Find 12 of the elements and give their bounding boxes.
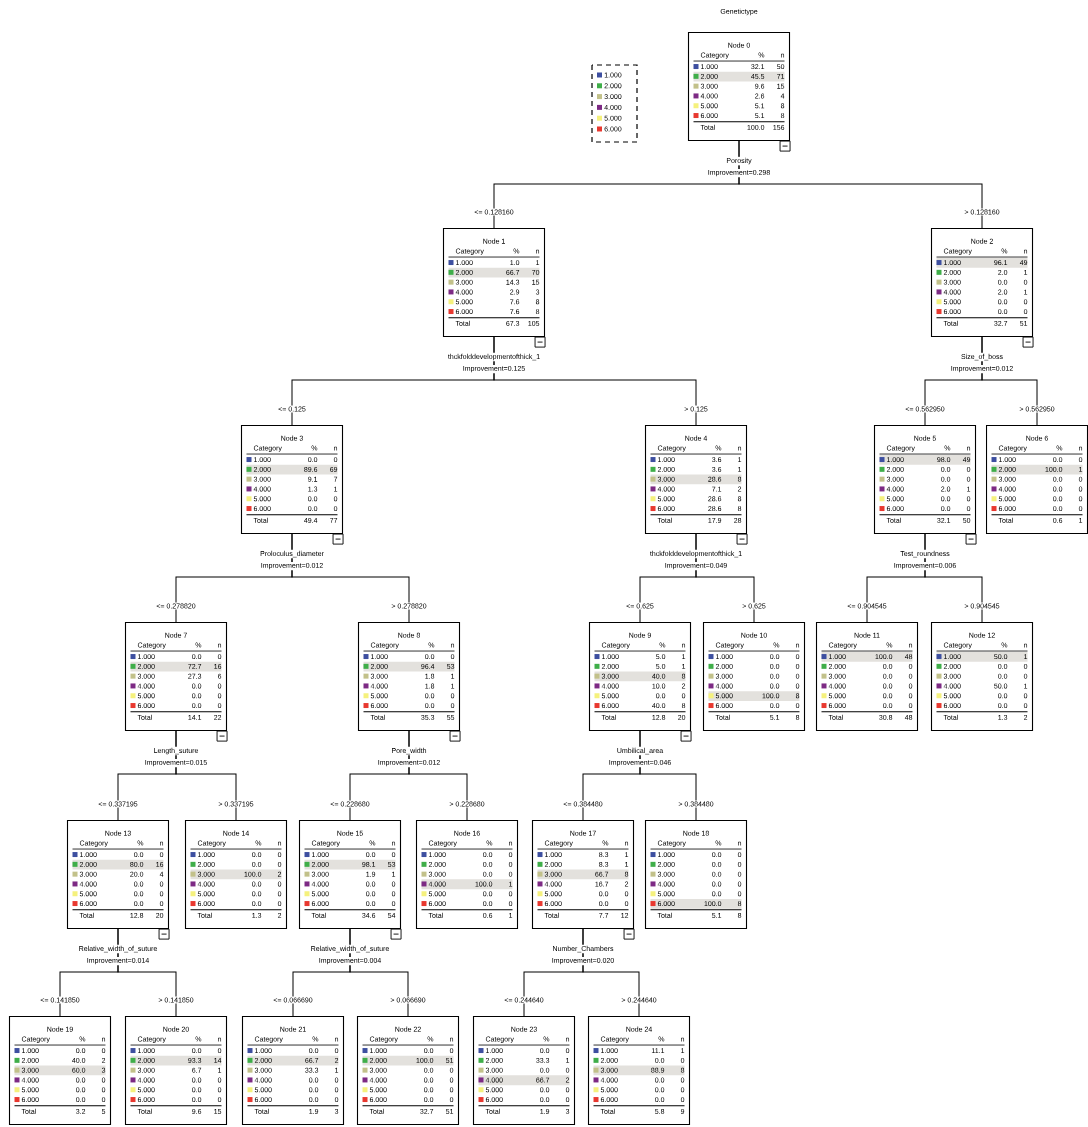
connector [291, 533, 410, 623]
connector [738, 140, 983, 229]
connector [175, 730, 237, 821]
connector [408, 730, 468, 821]
connector [981, 336, 1038, 426]
connector [493, 336, 697, 426]
connector [639, 730, 697, 821]
connector [695, 533, 755, 623]
connector [924, 533, 983, 623]
connector [117, 928, 177, 1017]
connector [349, 928, 409, 1017]
connector [582, 928, 640, 1017]
